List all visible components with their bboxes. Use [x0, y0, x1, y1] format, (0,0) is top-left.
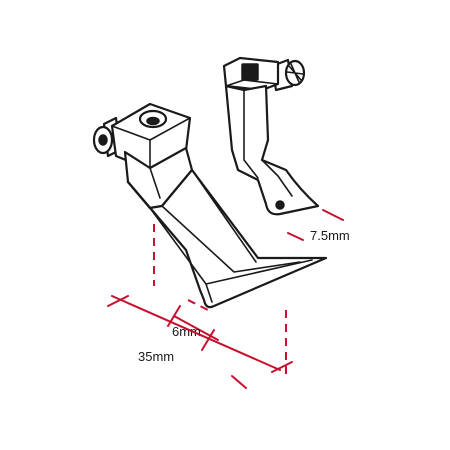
- right-shank-head: [222, 56, 280, 92]
- dimension-overall-length: 35mm: [107, 224, 293, 389]
- right-presser-foot: [222, 56, 320, 216]
- right-shank: [224, 84, 320, 216]
- left-sole: [126, 168, 328, 309]
- dimension-hole-to-edge: 7.5mm: [287, 209, 350, 243]
- left-clamp-block: [110, 102, 192, 172]
- right-foot-hole: [275, 200, 285, 210]
- overall-length-label: 35mm: [138, 349, 174, 364]
- toe-width-label: 6mm: [172, 324, 201, 339]
- dimension-toe-width: 6mm: [167, 299, 219, 351]
- left-presser-foot: [92, 102, 328, 309]
- hole-to-edge-label: 7.5mm: [310, 228, 350, 243]
